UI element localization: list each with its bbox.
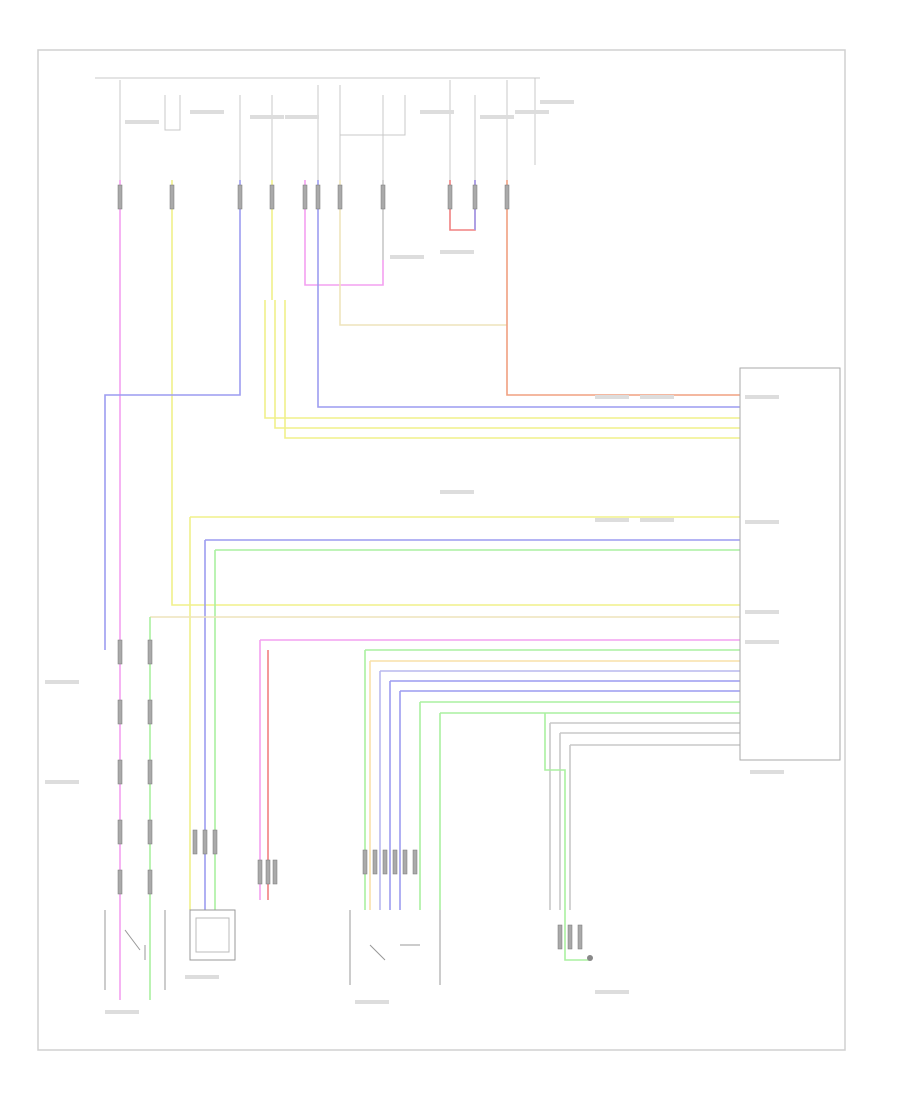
label-text-block	[640, 518, 674, 522]
sensor-inner	[195, 917, 230, 953]
connector-lower	[117, 639, 123, 665]
connector-upper	[117, 184, 123, 210]
label-text-block	[595, 990, 629, 994]
connector-pin	[402, 849, 408, 875]
connector-pin	[557, 924, 563, 950]
label-text-block	[640, 395, 674, 399]
label-text-block	[420, 110, 454, 114]
diagram-border	[37, 49, 846, 1051]
label-text-block	[125, 120, 159, 124]
ground-icon	[587, 955, 593, 961]
wire-yellow-fan	[264, 300, 740, 419]
label-text-block	[745, 395, 779, 399]
connector-lower	[147, 699, 153, 725]
label-text-block	[185, 975, 219, 979]
connector-lower	[117, 759, 123, 785]
label-text-block	[750, 770, 784, 774]
relay-switch	[340, 95, 406, 136]
wire-yellow-fan	[274, 300, 740, 429]
connector-pin	[362, 849, 368, 875]
connector-pin	[257, 859, 263, 885]
connector-lower	[147, 869, 153, 895]
connector-pin	[372, 849, 378, 875]
connector-pin	[567, 924, 573, 950]
label-text-block	[285, 115, 319, 119]
connector-upper	[380, 184, 386, 210]
label-text-block	[355, 1000, 389, 1004]
wire-tan-1	[339, 180, 507, 326]
position-sensor	[349, 910, 441, 985]
components	[45, 100, 841, 1014]
wires	[95, 77, 740, 1000]
label-text-block	[745, 610, 779, 614]
label-text-block	[540, 100, 574, 104]
connector-upper	[302, 184, 308, 210]
label-text-block	[45, 680, 79, 684]
connector-lower	[147, 759, 153, 785]
label-text-block	[745, 640, 779, 644]
connector-lower	[117, 699, 123, 725]
connector-lower	[117, 819, 123, 845]
label-text-block	[390, 255, 424, 259]
connector-pin	[382, 849, 388, 875]
connector-pin	[392, 849, 398, 875]
label-text-block	[190, 110, 224, 114]
wire-blue-1	[104, 180, 241, 650]
relay-contact	[164, 95, 181, 131]
label-text-block	[440, 490, 474, 494]
label-text-block	[45, 780, 79, 784]
label-text-block	[595, 395, 629, 399]
label-text-block	[745, 520, 779, 524]
wire-pink-2	[304, 180, 384, 286]
wire-yellow-fan	[284, 300, 740, 439]
connector-upper	[337, 184, 343, 210]
connector-upper	[315, 184, 321, 210]
connector-pin	[202, 829, 208, 855]
label-text-block	[250, 115, 284, 119]
connector-pin	[412, 849, 418, 875]
connector-pin	[272, 859, 278, 885]
connector-pin	[192, 829, 198, 855]
control-module	[739, 367, 841, 761]
connector-upper	[447, 184, 453, 210]
connector-pin	[577, 924, 583, 950]
connector-lower	[117, 869, 123, 895]
label-text-block	[440, 250, 474, 254]
wire-yellow-1	[171, 180, 740, 606]
wire-blue-2	[317, 180, 740, 408]
sensor-box	[189, 909, 236, 961]
connector-upper	[269, 184, 275, 210]
connector-lower	[147, 819, 153, 845]
label-text-block	[595, 518, 629, 522]
wire-red-loop	[449, 180, 476, 231]
connector-pin	[265, 859, 271, 885]
connector-upper	[169, 184, 175, 210]
connector-upper	[504, 184, 510, 210]
connector-pin	[212, 829, 218, 855]
connector-upper	[237, 184, 243, 210]
label-text-block	[480, 115, 514, 119]
label-text-block	[515, 110, 549, 114]
wire-orange-1	[506, 180, 740, 396]
switch-component	[104, 910, 166, 990]
label-text-block	[105, 1010, 139, 1014]
wire-green-ground	[544, 713, 590, 961]
connector-lower	[147, 639, 153, 665]
connector-upper	[472, 184, 478, 210]
